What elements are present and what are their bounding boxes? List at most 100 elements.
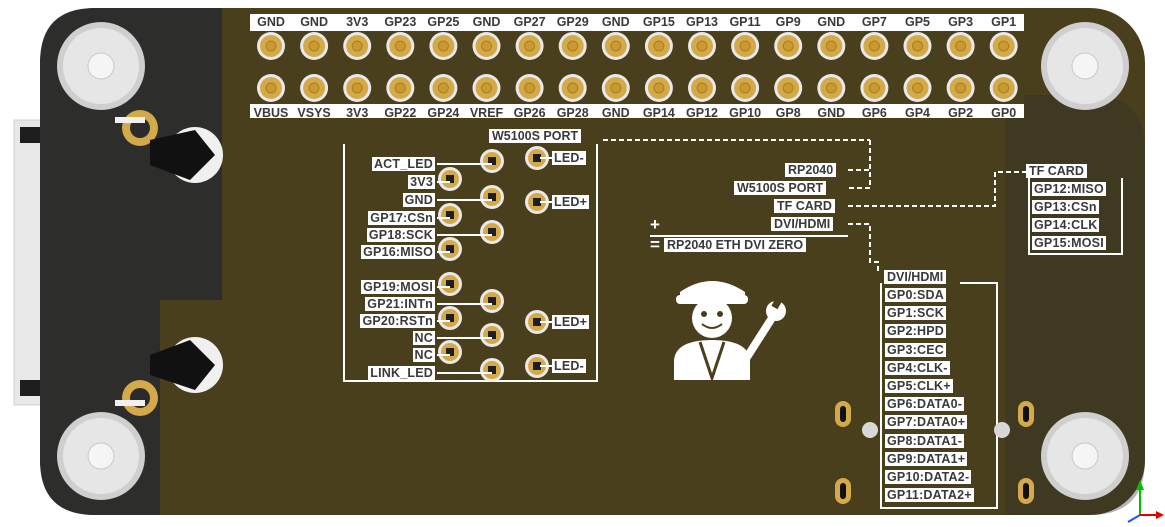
w5100s-pin-hole [488, 331, 496, 339]
header-pin-label: GP28 [556, 106, 589, 120]
w5100s-pin-label: GP21:INTn [365, 297, 435, 311]
header-pin-label: GP1 [991, 15, 1017, 29]
dvi-hdmi-label: DVI/HDMI [771, 217, 834, 231]
header-pin-hole [912, 40, 923, 52]
header-pin-label: GP24 [427, 106, 460, 120]
header-pin-hole [265, 82, 277, 94]
w5100s-pin-hole [446, 245, 454, 253]
mascot-icon [674, 281, 750, 383]
tf-card-pin-label: GP12:MISO [1032, 182, 1106, 196]
dvi-pin-label: GP10:DATA2- [885, 470, 972, 484]
header-pin-label: VBUS [253, 106, 289, 120]
header-pin-hole [394, 82, 406, 94]
header-pin-label: GND [817, 106, 846, 120]
header-pin-hole [610, 40, 622, 52]
header-pin-label: GP15 [642, 15, 675, 29]
dvi-pin-label: GP6:DATA0- [885, 397, 965, 412]
w5100s-pin-label: LINK_LED [368, 366, 435, 380]
w5100s-pin-label: GND [402, 193, 435, 207]
header-pin-label: GND [300, 15, 328, 29]
header-pin-label: GP7 [861, 15, 887, 29]
w5100s-pin-hole [488, 157, 496, 165]
w5100s-port-label: W5100S PORT [734, 181, 827, 195]
product-name: RP2040 ETH DVI ZERO [664, 238, 807, 252]
dvi-pin-label: GP3:CEC [885, 342, 946, 357]
header-pin-label: GP9 [775, 15, 801, 29]
header-pin-hole [481, 40, 492, 52]
led-label: LED- [552, 359, 586, 373]
w5100s-pin-label: NC [412, 348, 435, 362]
header-pin-hole [868, 40, 880, 52]
led-pin-hole [533, 318, 541, 326]
header-pin-label: GP11 [729, 15, 761, 29]
header-pin-label: GP25 [427, 15, 460, 29]
dvi-pin-label: GP9:DATA1+ [885, 451, 968, 466]
header-pin-hole [308, 82, 320, 94]
dvi-pin-label: GP11:DATA2+ [885, 488, 974, 503]
header-pin-label: GND [817, 15, 846, 29]
header-pin-hole [653, 82, 665, 94]
header-pin-hole [437, 40, 449, 52]
header-pin-label: 3V3 [346, 106, 369, 120]
header-pin-label: GP26 [513, 106, 546, 120]
mounting-hole [57, 412, 145, 500]
dvi-pin-label: GP5:CLK+ [885, 379, 953, 393]
tf-card-title: TF CARD [1026, 164, 1087, 178]
header-pin-label: GP6 [861, 106, 887, 120]
header-pins [257, 32, 1018, 102]
header-pin-hole [265, 40, 277, 52]
led-label: LED- [552, 151, 586, 165]
header-pin-label: VREF [469, 106, 504, 120]
header-pin-label: GP13 [686, 15, 718, 29]
led-label: LED+ [552, 195, 590, 209]
header-pin-hole [998, 40, 1010, 52]
wrench-icon [738, 295, 786, 369]
w5100s-pin-hole [446, 314, 454, 322]
header-pin-label: GP5 [904, 15, 930, 29]
tf-card-pin-label: GP15:MOSI [1032, 236, 1106, 250]
mounting-hole [1041, 412, 1129, 500]
header-pin-hole [955, 40, 967, 52]
dvi-pin-label: GP4:CLK- [885, 360, 950, 375]
header-pin-label: GND [257, 15, 285, 29]
w5100s-pin-hole [446, 175, 454, 183]
dvi-pin-label: GP1:SCK [885, 306, 946, 321]
w5100s-pin-label: GP16:MISO [361, 245, 435, 259]
header-pin-label: GP23 [384, 15, 417, 29]
header-pin-label: GND [601, 106, 630, 120]
led-label: LED+ [552, 315, 590, 329]
header-pin-label: VSYS [297, 106, 331, 120]
w5100s-pin-label: GP19:MOSI [361, 280, 435, 294]
w5100s-pin-hole [446, 280, 454, 288]
header-pin-hole [351, 40, 363, 52]
header-pin-label: GP4 [904, 106, 930, 120]
header-pin-hole [394, 40, 406, 52]
dvi-pin-label: GP7:DATA0+ [885, 415, 968, 430]
dvi-title: DVI/HDMI [884, 270, 947, 284]
header-pin-hole [825, 40, 837, 52]
axis-icon [1127, 480, 1164, 523]
w5100s-pin-label: GP17:CSn [368, 211, 435, 225]
w5100s-pin-label: GP20:RSTn [360, 314, 435, 328]
led-pin-hole [533, 362, 541, 370]
dvi-pin-label: GP8:DATA1- [885, 433, 965, 448]
header-pin-label: 3V3 [346, 15, 369, 29]
header-pin-label: GP22 [384, 106, 417, 120]
hdmi-pads [835, 401, 1034, 504]
header-pin-label: GP10 [729, 106, 762, 120]
usb-connector [115, 110, 223, 183]
header-pin-label: GP2 [948, 106, 974, 120]
header-pin-hole [610, 82, 622, 94]
header-pin-label: GP12 [686, 106, 718, 120]
dvi-pin-label: GP2:HPD [885, 324, 946, 339]
w5100s-pin-hole [446, 348, 454, 356]
tf-card-label: TF CARD [774, 199, 835, 213]
w5100s-pin-label: 3V3 [408, 175, 435, 189]
header-pin-hole [567, 82, 579, 94]
header-pin-label: GP27 [513, 15, 546, 29]
header-pin-label: GP8 [775, 106, 801, 120]
header-pin-hole [868, 82, 880, 94]
header-pin-label: GP3 [948, 15, 974, 29]
header-pin-hole [308, 40, 320, 52]
header-pin-hole [567, 40, 579, 52]
